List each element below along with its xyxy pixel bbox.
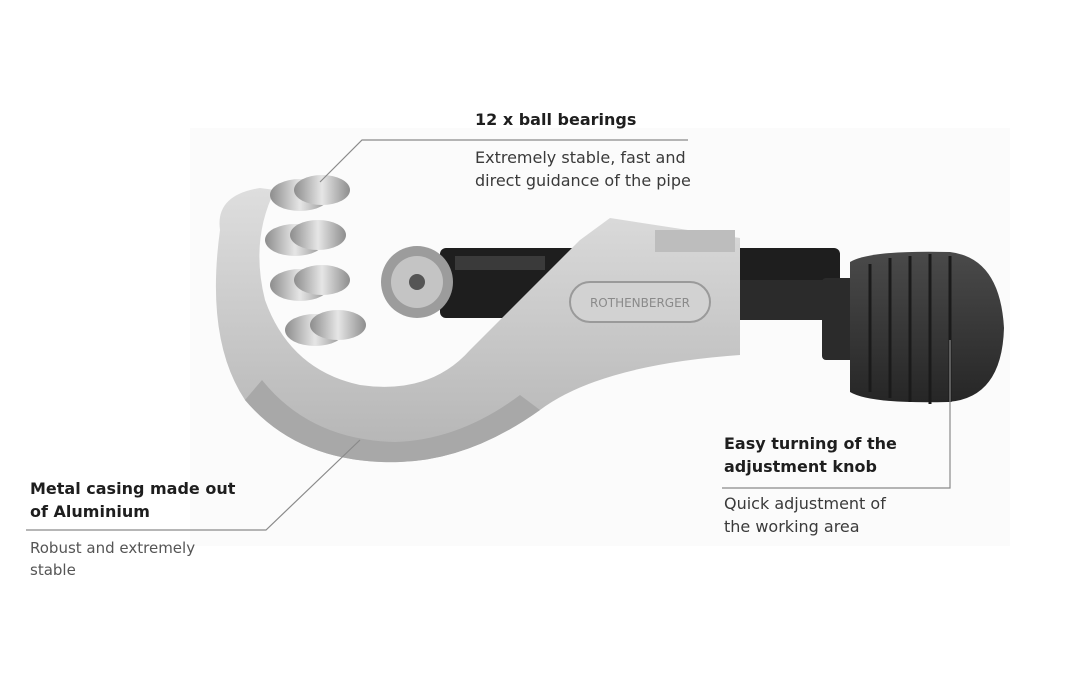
knob-callout-text: Quick adjustment of the working area [724, 492, 944, 538]
callout-lines [26, 139, 951, 531]
casing-callout-line [26, 439, 361, 531]
adjustment-knob [822, 251, 1004, 404]
bearings-callout-text: Extremely stable, fast and direct guidan… [475, 146, 715, 192]
casing-callout: Metal casing made out of Aluminium Robus… [30, 477, 260, 581]
bearings-callout-line2: direct guidance of the pipe [475, 171, 691, 190]
knob-callout-title-line2: adjustment knob [724, 457, 877, 476]
casing-callout-line2: stable [30, 561, 76, 579]
ball-bearings [265, 175, 366, 346]
casing-callout-text: Robust and extremely stable [30, 537, 260, 581]
bearings-callout-title: 12 x ball bearings [475, 110, 637, 129]
knob-callout-title: Easy turning of the adjustment knob [724, 432, 944, 478]
knob-callout-title-line1: Easy turning of the [724, 434, 897, 453]
casing-callout-line1: Robust and extremely [30, 539, 196, 557]
brand-logo: ROTHENBERGER [569, 281, 711, 323]
knob-callout: Easy turning of the adjustment knob Quic… [724, 432, 944, 538]
knob-callout-line2: the working area [724, 517, 860, 536]
cutting-wheel [381, 246, 453, 318]
knob-callout-line1: Quick adjustment of [724, 494, 886, 513]
bearings-callout-line [319, 139, 688, 183]
casing-callout-title-line1: Metal casing made out [30, 479, 236, 498]
svg-text:ROTHENBERGER: ROTHENBERGER [590, 296, 690, 310]
aluminium-casing [215, 188, 741, 463]
casing-callout-title: Metal casing made out of Aluminium [30, 477, 260, 523]
casing-callout-title-line2: of Aluminium [30, 502, 150, 521]
knob-callout-line [722, 340, 951, 489]
bearings-callout: 12 x ball bearings Extremely stable, fas… [475, 108, 715, 192]
bearings-callout-line1: Extremely stable, fast and [475, 148, 686, 167]
